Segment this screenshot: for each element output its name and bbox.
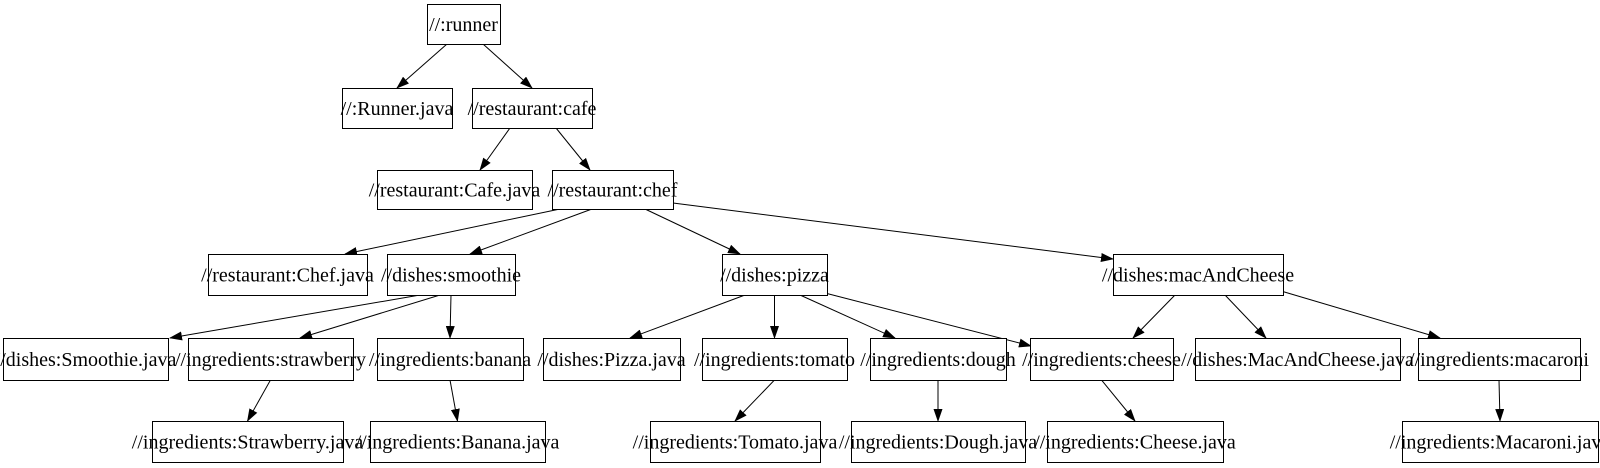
edge-tomato-to-tomato-java <box>734 379 775 422</box>
node-label-cheese-java: //ingredients:Cheese.java <box>1034 432 1236 454</box>
edge-pizza-to-cheese <box>824 292 1032 348</box>
node-box-tomato-java <box>650 421 821 463</box>
node-box-cheese <box>1030 338 1174 381</box>
edge-smoothie-to-smoothie-java <box>169 294 421 341</box>
node-cheese: //ingredients:cheese <box>1022 338 1181 381</box>
node-runner-java: //:Runner.java <box>341 88 454 129</box>
node-label-dough: //ingredients:dough <box>860 349 1016 371</box>
node-label-pizza: //dishes:pizza <box>720 265 829 287</box>
node-box-chef <box>552 170 674 210</box>
node-label-pizza-java: //dishes:Pizza.java <box>537 349 685 371</box>
edge-macaroni-to-macaroni-java <box>1495 379 1505 422</box>
node-cafe-java: //restaurant:Cafe.java <box>369 170 541 210</box>
node-macaroni-java: //ingredients:Macaroni.java <box>1390 421 1600 463</box>
node-box-tomato <box>702 338 848 381</box>
node-label-cafe: //restaurant:cafe <box>468 98 597 120</box>
node-pizza-java: //dishes:Pizza.java <box>537 338 686 381</box>
node-label-smoothie: //dishes:smoothie <box>381 265 521 287</box>
node-box-dough <box>870 338 1007 381</box>
node-label-chef: //restaurant:chef <box>548 180 678 202</box>
node-strawberry-java: //ingredients:Strawberry.java <box>132 421 364 463</box>
node-label-cafe-java: //restaurant:Cafe.java <box>369 180 541 202</box>
node-box-strawberry-java <box>152 421 344 463</box>
node-label-dough-java: //ingredients:Dough.java <box>839 432 1037 454</box>
node-tomato: //ingredients:tomato <box>694 338 855 381</box>
node-box-cheese-java <box>1047 421 1224 463</box>
edge-runner-to-cafe <box>482 43 533 89</box>
edge-pizza-to-pizza-java <box>629 294 746 339</box>
edge-chef-to-pizza <box>644 208 741 255</box>
node-strawberry: //ingredients:strawberry <box>175 338 366 381</box>
edge-smoothie-to-banana <box>445 294 455 339</box>
node-box-banana-java <box>370 421 546 463</box>
node-label-macandcheese-java: //dishes:MacAndCheese.java <box>1181 349 1414 371</box>
node-label-banana: //ingredients:banana <box>369 349 531 371</box>
node-dough-java: //ingredients:Dough.java <box>839 421 1037 463</box>
node-label-tomato-java: //ingredients:Tomato.java <box>633 432 838 454</box>
node-label-macaroni: //ingredients:macaroni <box>1409 349 1589 371</box>
node-box-pizza <box>722 254 828 296</box>
node-tomato-java: //ingredients:Tomato.java <box>633 421 838 463</box>
node-chef-java: //restaurant:Chef.java <box>201 254 374 296</box>
node-smoothie-java: //dishes:Smoothie.java <box>0 338 176 381</box>
edge-chef-to-chef-java <box>344 208 561 256</box>
node-label-strawberry: //ingredients:strawberry <box>175 349 366 371</box>
edge-cheese-to-cheese-java <box>1101 379 1136 422</box>
edge-banana-to-banana-java <box>449 379 460 422</box>
node-label-tomato: //ingredients:tomato <box>694 349 855 371</box>
node-box-chef-java <box>208 254 368 296</box>
node-label-banana-java: //ingredients:Banana.java <box>356 432 560 454</box>
node-banana: //ingredients:banana <box>369 338 531 381</box>
node-dough: //ingredients:dough <box>860 338 1016 381</box>
node-box-cafe-java <box>377 170 533 210</box>
node-box-banana <box>377 338 524 381</box>
edge-chef-to-smoothie <box>469 208 593 255</box>
node-banana-java: //ingredients:Banana.java <box>356 421 560 463</box>
node-smoothie: //dishes:smoothie <box>381 254 521 296</box>
node-macandcheese: //dishes:macAndCheese <box>1102 254 1294 296</box>
edge-cafe-to-cafe-java <box>479 127 511 171</box>
edge-macandcheese-to-macaroni <box>1280 290 1441 339</box>
node-box-macaroni-java <box>1402 421 1599 463</box>
node-label-chef-java: //restaurant:Chef.java <box>201 265 374 287</box>
node-label-macandcheese: //dishes:macAndCheese <box>1102 265 1294 287</box>
node-box-strawberry <box>188 338 354 381</box>
node-pizza: //dishes:pizza <box>720 254 829 296</box>
node-box-macandcheese-java <box>1195 338 1401 381</box>
node-label-macaroni-java: //ingredients:Macaroni.java <box>1390 432 1600 454</box>
node-label-runner-java: //:Runner.java <box>341 98 454 120</box>
node-box-dough-java <box>851 421 1026 463</box>
edge-cafe-to-chef <box>555 127 591 171</box>
node-box-runner <box>427 4 501 45</box>
node-box-macandcheese <box>1113 254 1284 296</box>
edge-macandcheese-to-cheese <box>1132 294 1176 339</box>
node-label-runner: //:runner <box>429 14 498 36</box>
node-cafe: //restaurant:cafe <box>468 88 597 129</box>
edges-layer <box>169 43 1505 422</box>
node-box-cafe <box>472 88 593 129</box>
edge-pizza-to-dough <box>799 294 896 339</box>
edge-strawberry-to-strawberry-java <box>247 379 271 422</box>
nodes-layer: //:runner //:Runner.java //restaurant:cafe… <box>0 4 1600 463</box>
edge-runner-to-runner-java <box>396 43 448 89</box>
node-box-macaroni <box>1418 338 1581 381</box>
edge-smoothie-to-strawberry <box>299 294 441 339</box>
node-box-pizza-java <box>543 338 681 381</box>
node-label-smoothie-java: //dishes:Smoothie.java <box>0 349 176 371</box>
node-label-strawberry-java: //ingredients:Strawberry.java <box>132 432 364 454</box>
node-macandcheese-java: //dishes:MacAndCheese.java <box>1181 338 1414 381</box>
node-box-smoothie-java <box>3 338 169 381</box>
node-cheese-java: //ingredients:Cheese.java <box>1034 421 1236 463</box>
edge-macandcheese-to-macandcheese-java <box>1224 294 1267 339</box>
edge-chef-to-macandcheese <box>672 202 1114 262</box>
node-box-runner-java <box>342 88 453 129</box>
node-label-cheese: //ingredients:cheese <box>1022 349 1181 371</box>
node-runner: //:runner <box>427 4 501 45</box>
node-chef: //restaurant:chef <box>548 170 678 210</box>
node-box-smoothie <box>387 254 516 296</box>
node-macaroni: //ingredients:macaroni <box>1409 338 1589 381</box>
